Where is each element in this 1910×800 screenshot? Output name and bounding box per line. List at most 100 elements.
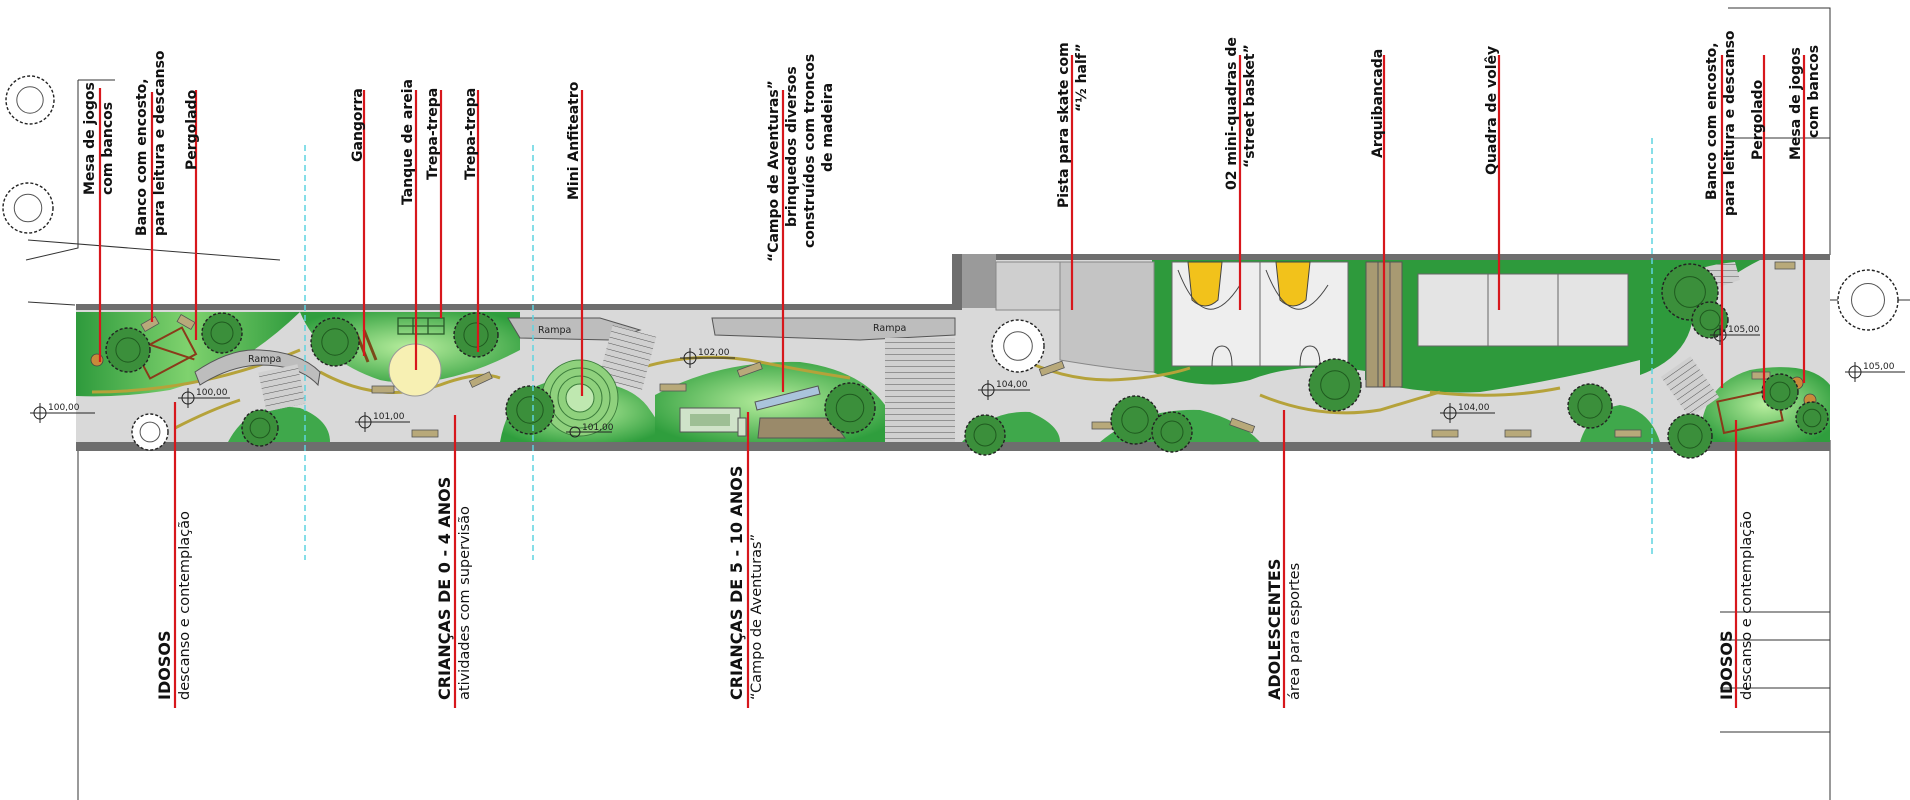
callout-pergolado-left: Pergolado bbox=[184, 89, 200, 170]
tree-canopy-inner bbox=[973, 423, 997, 447]
tree-canopy-inner bbox=[1160, 420, 1184, 444]
tree-canopy bbox=[505, 385, 555, 435]
level-label: 100,00 bbox=[196, 388, 228, 398]
tree-canopy-inner bbox=[321, 328, 349, 356]
stairs bbox=[258, 262, 1740, 442]
level-label: 102,00 bbox=[698, 348, 730, 358]
callout-line: Arquibancada bbox=[1370, 49, 1386, 158]
callout-basket: 02 mini-quadras de “street basket” bbox=[1224, 32, 1258, 190]
adventure-equipment bbox=[679, 385, 846, 439]
tree-canopy bbox=[1151, 411, 1193, 453]
callout-line: brinquedos diversos bbox=[784, 66, 800, 227]
zone-adolescentes: ADOLESCENTES área para esportes bbox=[1265, 554, 1303, 700]
callout-line: Mesa de jogos bbox=[1788, 47, 1804, 160]
zone-dividers bbox=[304, 138, 1653, 560]
callout-volei: Quadra de volêy bbox=[1484, 46, 1500, 175]
tree-canopy bbox=[201, 312, 243, 354]
ramp-label-1: Rampa bbox=[248, 354, 281, 365]
tree-canopy bbox=[824, 382, 876, 434]
tree-canopy-inner bbox=[1003, 331, 1033, 361]
street-lines bbox=[25, 7, 1910, 800]
zone-subtitle: descanso e contemplação bbox=[1739, 511, 1755, 700]
callout-line: Banco com encosto, bbox=[1704, 42, 1720, 200]
trees bbox=[2, 75, 1899, 459]
callout-line: Trepa-trepa bbox=[425, 88, 441, 180]
tree-canopy-inner bbox=[1699, 309, 1721, 331]
tree-canopy-inner bbox=[516, 396, 544, 424]
tree-canopy bbox=[1110, 395, 1160, 445]
tree-canopy-inner bbox=[16, 86, 44, 114]
tree-canopy bbox=[2, 182, 54, 234]
callout-lines bbox=[98, 55, 1806, 400]
level-marker bbox=[680, 348, 735, 368]
zone-idosos-right: IDOSOS descanso e contemplação bbox=[1717, 511, 1755, 700]
callout-skate: Pista para skate com “½ half” bbox=[1056, 37, 1090, 208]
level-marker bbox=[978, 380, 1030, 400]
tree-canopy bbox=[105, 327, 151, 373]
zone-criancas-0-4: CRIANÇAS DE 0 - 4 ANOS atividades com su… bbox=[435, 472, 473, 700]
tree-canopy-inner bbox=[1320, 370, 1350, 400]
tree-canopy bbox=[1761, 373, 1799, 411]
mini-amphitheatre bbox=[541, 359, 619, 437]
zone-title: IDOSOS bbox=[1717, 631, 1736, 700]
callout-banco-right: Banco com encosto, para leitura e descan… bbox=[1704, 30, 1738, 216]
level-label: 105,00 bbox=[1863, 362, 1895, 372]
volleyball-court bbox=[1417, 273, 1629, 347]
level-markers bbox=[30, 325, 1905, 438]
callout-line: Pergolado bbox=[184, 89, 200, 170]
zone-subtitle: “Campo de Aventuras” bbox=[749, 534, 765, 700]
level-marker bbox=[355, 412, 410, 432]
zone-labels: IDOSOS descanso e contemplação CRIANÇAS … bbox=[155, 460, 1755, 700]
callout-line: Tanque de areia bbox=[400, 79, 416, 205]
callout-gangorra: Gangorra bbox=[350, 88, 366, 162]
level-label: 104,00 bbox=[1458, 403, 1490, 413]
zone-title: CRIANÇAS DE 0 - 4 ANOS bbox=[435, 477, 454, 700]
callout-line: com bancos bbox=[100, 102, 116, 195]
callout-line: com bancos bbox=[1806, 45, 1822, 138]
tree-canopy-inner bbox=[210, 321, 234, 345]
tree-canopy bbox=[964, 414, 1006, 456]
tree-canopy-inner bbox=[1851, 283, 1885, 317]
callout-pergolado-right: Pergolado bbox=[1750, 79, 1766, 160]
callout-line: construídos com troncos bbox=[802, 54, 818, 248]
level-label: 100,00 bbox=[48, 403, 80, 413]
tree-canopy bbox=[310, 317, 360, 367]
callout-anfiteatro: Mini Anfiteatro bbox=[566, 81, 582, 200]
zone-criancas-5-10: CRIANÇAS DE 5 - 10 ANOS “Campo de Aventu… bbox=[727, 460, 765, 700]
tree-canopy-inner bbox=[1769, 381, 1791, 403]
callout-line: “Campo de Aventuras” bbox=[766, 80, 782, 262]
level-label: 104,00 bbox=[996, 380, 1028, 390]
tree-canopy-inner bbox=[139, 421, 161, 443]
callout-line: Quadra de volêy bbox=[1484, 46, 1500, 175]
callout-trepa2: Trepa-trepa bbox=[463, 88, 479, 180]
tree-canopy-inner bbox=[1677, 423, 1703, 449]
tree-canopy-inner bbox=[249, 417, 271, 439]
callout-line: Mini Anfiteatro bbox=[566, 81, 582, 200]
callout-trepa1: Trepa-trepa bbox=[425, 88, 441, 180]
callout-line: 02 mini-quadras de bbox=[1224, 37, 1240, 190]
callout-arquibancada: Arquibancada bbox=[1370, 49, 1386, 158]
zone-title: IDOSOS bbox=[155, 631, 174, 700]
tree-canopy-inner bbox=[835, 393, 865, 423]
callout-line: Mesa de jogos bbox=[82, 82, 98, 195]
tree-canopy bbox=[241, 409, 279, 447]
level-label: 101,00 bbox=[373, 412, 405, 422]
skate-park bbox=[995, 261, 1155, 373]
basket-courts bbox=[1171, 261, 1349, 367]
callout-labels: Mesa de jogos com bancos Banco com encos… bbox=[82, 30, 1822, 262]
zone-subtitle: atividades com supervisão bbox=[457, 506, 473, 700]
tree-canopy bbox=[131, 413, 169, 451]
level-label: 105,00 bbox=[1728, 325, 1760, 335]
level-marker bbox=[1440, 403, 1495, 423]
callout-line: Banco com encosto, bbox=[134, 78, 150, 236]
callout-line: Trepa-trepa bbox=[463, 88, 479, 180]
callout-line: para leitura e descanso bbox=[1722, 30, 1738, 216]
tree-canopy bbox=[5, 75, 55, 125]
callout-mesa-jogos-right: Mesa de jogos com bancos bbox=[1788, 42, 1822, 160]
callout-line: “½ half” bbox=[1074, 43, 1090, 112]
zone-title: CRIANÇAS DE 5 - 10 ANOS bbox=[727, 466, 746, 700]
ramps: Rampa Rampa Rampa bbox=[194, 317, 956, 387]
level-marker bbox=[178, 388, 230, 408]
callout-line: Pista para skate com bbox=[1056, 42, 1072, 208]
